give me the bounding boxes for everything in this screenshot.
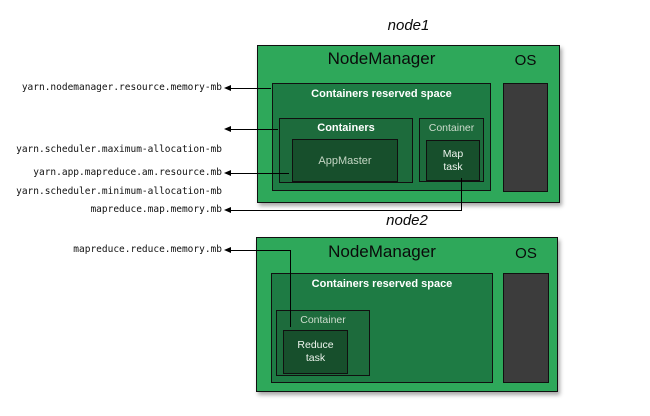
node2-os-memory-bar	[503, 273, 549, 383]
config-label-scheduler-minimum-allocation: yarn.scheduler.minimum-allocation-mb	[16, 186, 222, 197]
config-label-scheduler-allocation: yarn.scheduler.maximum-allocation-mb yar…	[0, 115, 222, 227]
node1-os-label: OS	[514, 52, 537, 69]
arrowhead-left-icon	[224, 206, 231, 213]
config-label-reduce-memory: mapreduce.reduce.memory.mb	[73, 244, 222, 255]
node1-appmaster-box: AppMaster	[292, 139, 398, 182]
arrow-line-reduce-memory-vertical	[290, 250, 291, 327]
arrowhead-left-icon	[224, 84, 231, 91]
arrow-line-map-memory-vertical	[461, 178, 462, 211]
config-label-scheduler-maximum-allocation: yarn.scheduler.maximum-allocation-mb	[16, 144, 222, 155]
arrow-line-map-memory	[231, 210, 462, 211]
node1-nodemanager-label: NodeManager	[327, 49, 436, 68]
arrowhead-left-icon	[224, 246, 231, 253]
node2-container-box: Container Reduce task	[276, 310, 370, 376]
arrow-line-scheduler-allocation	[231, 129, 278, 130]
node2-reduce-task-label-line1: Reduce	[297, 339, 334, 351]
node1-containers-label: Containers	[317, 122, 375, 134]
node1-containers-box: Containers AppMaster	[279, 118, 413, 183]
node2-container-label: Container	[300, 314, 346, 326]
config-label-map-memory: mapreduce.map.memory.mb	[90, 204, 222, 215]
node1-os-memory-bar	[503, 83, 548, 192]
node2-reduce-task-box: Reduce task	[283, 330, 348, 374]
arrow-line-nodemanager-resource	[231, 88, 271, 89]
node1-container-label: Container	[428, 122, 475, 134]
node2-os-label: OS	[515, 245, 537, 262]
node1-map-task-label-line1: Map	[442, 147, 464, 160]
node1-title: node1	[387, 17, 430, 34]
arrowhead-left-icon	[224, 169, 231, 176]
config-label-am-resource: yarn.app.mapreduce.am.resource.mb	[33, 167, 222, 178]
node1-reserved-space-box: Containers reserved space Containers App…	[272, 83, 491, 191]
node2-reserved-space-label: Containers reserved space	[311, 278, 453, 290]
node2-reduce-task-label-line2: task	[305, 352, 326, 364]
node2-reserved-space-box: Containers reserved space Container Redu…	[271, 273, 493, 383]
node1-reserved-space-label: Containers reserved space	[311, 88, 452, 100]
node1-container-box: Container Map task	[419, 118, 484, 182]
arrow-line-reduce-memory	[231, 250, 291, 251]
arrow-line-am-resource	[231, 173, 289, 174]
node1-nodemanager-box: NodeManager OS Containers reserved space…	[257, 45, 560, 203]
arrowhead-left-icon	[224, 125, 231, 132]
node1-map-task-label-line2: task	[443, 160, 463, 173]
node2-title: node2	[386, 212, 428, 229]
node2-nodemanager-box: NodeManager OS Containers reserved space…	[256, 237, 558, 392]
node1-appmaster-label: AppMaster	[318, 154, 372, 167]
config-label-nodemanager-resource-memory: yarn.nodemanager.resource.memory-mb	[21, 82, 222, 93]
node1-map-task-box: Map task	[426, 140, 480, 181]
node2-nodemanager-label: NodeManager	[328, 242, 436, 261]
